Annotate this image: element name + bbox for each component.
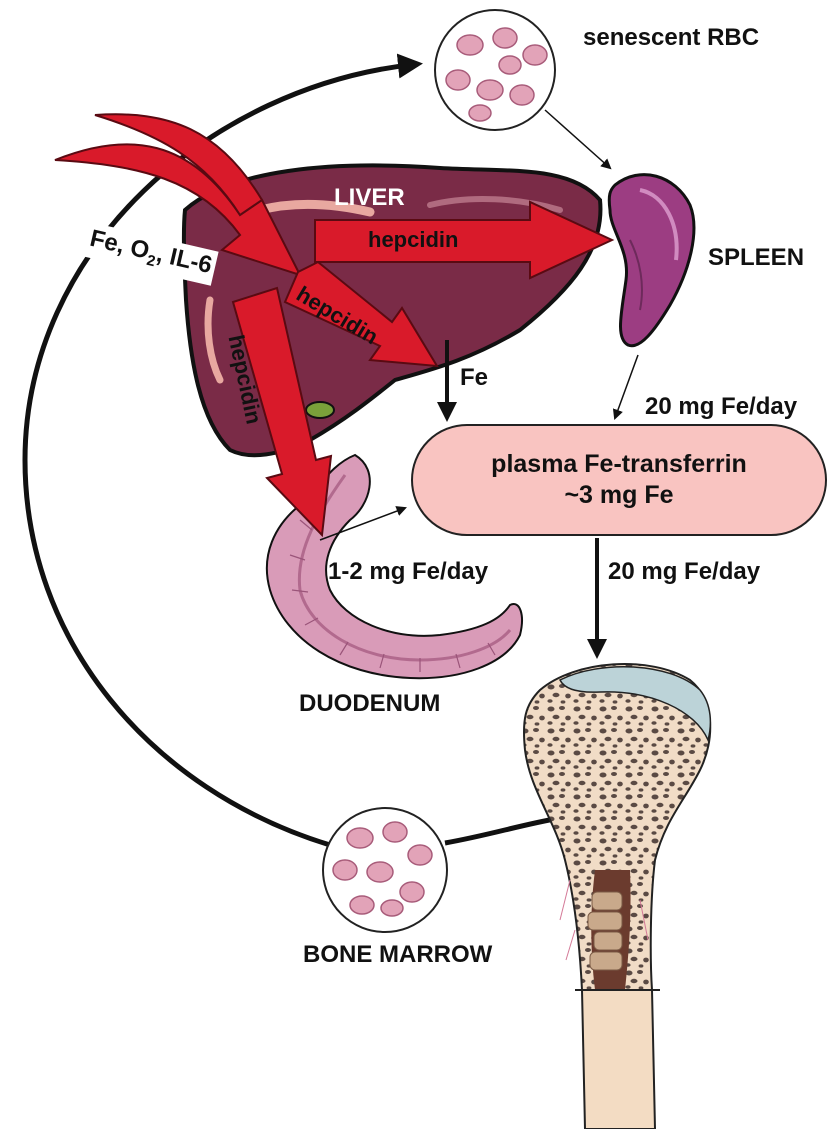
bone-illustration (524, 664, 710, 1129)
hepcidin-spleen-label: hepcidin (368, 229, 458, 251)
bone-marrow-label: BONE MARROW (303, 943, 492, 967)
plasma-line1: plasma Fe-transferrin (491, 449, 747, 480)
rbc-to-spleen-arrow (545, 110, 610, 168)
marrow-flux-label: 20 mg Fe/day (608, 560, 760, 584)
spleen-label: SPLEEN (708, 246, 804, 270)
senescent-rbc-circle (435, 10, 555, 130)
spleen-organ (609, 175, 694, 346)
senescent-rbc-label: senescent RBC (583, 26, 759, 50)
plasma-transferrin-box: plasma Fe-transferrin ~3 mg Fe (411, 424, 827, 536)
duodenum-flux-label: 1-2 mg Fe/day (328, 560, 488, 584)
fe-from-liver-label: Fe (460, 366, 488, 390)
plasma-line2: ~3 mg Fe (564, 480, 673, 511)
bone-marrow-rbc-circle (323, 808, 447, 932)
spleen-flux-label: 20 mg Fe/day (645, 395, 797, 419)
duodenum-label: DUODENUM (299, 692, 440, 716)
spleen-to-plasma-arrow (615, 355, 638, 418)
liver-label: LIVER (334, 186, 405, 210)
marrow-to-circle-line (445, 818, 560, 843)
